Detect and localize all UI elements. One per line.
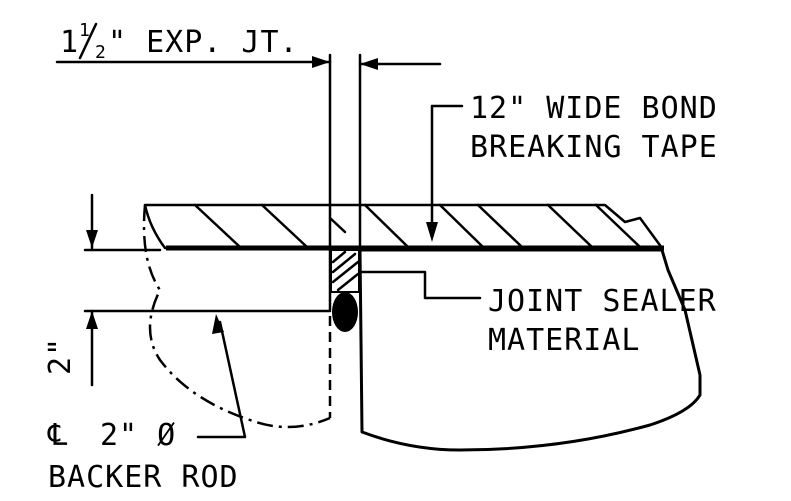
joint-width-suffix: " EXP. JT. bbox=[108, 25, 299, 60]
sealer-hatch bbox=[336, 272, 360, 292]
bond-tape-leader bbox=[430, 104, 464, 237]
backer-label-line2: BACKER ROD bbox=[48, 460, 239, 495]
hatched-top-layer bbox=[143, 203, 664, 250]
backer-label-line1: 2" Ø bbox=[100, 418, 176, 453]
expansion-joint-width-label: 1 1 2 " EXP. JT. bbox=[60, 20, 299, 63]
hatch-line bbox=[594, 203, 642, 249]
bond-tape-label-line1: 12" WIDE BOND bbox=[470, 91, 718, 126]
depth-dim-label: 2" bbox=[43, 337, 78, 375]
depth-dim-arrow bbox=[86, 311, 98, 329]
top-dim-arrow bbox=[86, 230, 98, 248]
joint-width-numerator: 1 bbox=[79, 20, 91, 41]
hatch-line bbox=[476, 203, 524, 249]
joint-width-whole: 1 bbox=[60, 25, 79, 60]
hatch-line bbox=[363, 203, 410, 249]
joint-width-denominator: 2 bbox=[95, 42, 107, 63]
sealer-leader bbox=[360, 270, 482, 300]
joint-sealer-block bbox=[330, 249, 360, 293]
hatch-line bbox=[328, 216, 347, 234]
bond-tape-arrow bbox=[426, 222, 438, 242]
left-slab-phantom-outline bbox=[142, 204, 331, 429]
centerline-symbol: ℄ bbox=[47, 418, 68, 453]
hatch-line bbox=[260, 203, 309, 249]
sealer-hatch bbox=[331, 260, 360, 284]
backer-arrow bbox=[212, 314, 224, 334]
top-layer-outline bbox=[143, 203, 664, 250]
right-slab-outline bbox=[358, 248, 702, 452]
fraction-slash bbox=[78, 22, 98, 60]
joint-width-arrow-left bbox=[312, 56, 330, 68]
backer-leader bbox=[196, 320, 247, 439]
backer-rod bbox=[332, 292, 358, 332]
joint-width-arrow-right bbox=[360, 58, 378, 70]
sealer-label-line1: JOINT SEALER bbox=[488, 284, 717, 319]
sealer-label-line2: MATERIAL bbox=[488, 323, 641, 358]
sealer-hatch bbox=[331, 252, 357, 274]
hatch-line bbox=[193, 203, 242, 249]
sealer-hatch bbox=[331, 250, 347, 264]
hatch-line bbox=[546, 203, 594, 249]
hatch-line bbox=[438, 203, 485, 249]
bond-tape-label-line2: BREAKING TAPE bbox=[470, 130, 718, 165]
